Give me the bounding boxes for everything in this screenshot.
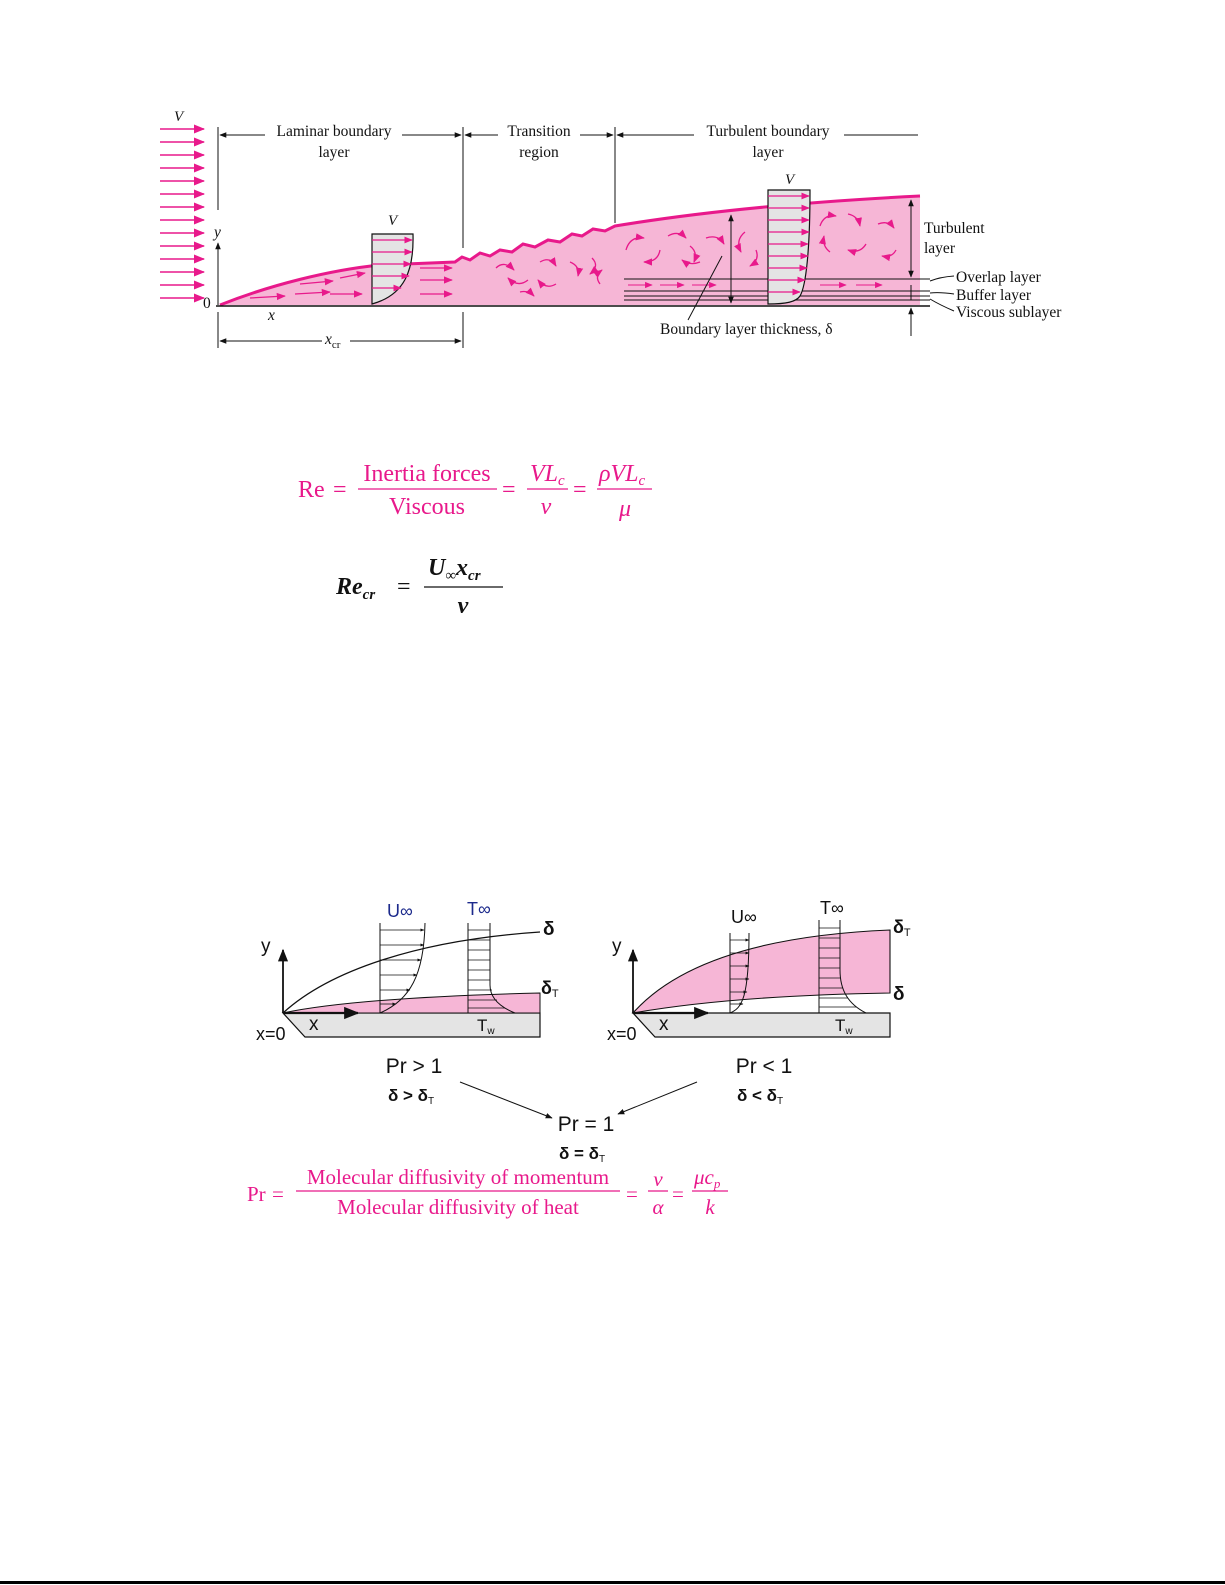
buffer-layer-label: Buffer layer: [956, 287, 1032, 304]
right-delta: δ: [893, 984, 905, 1005]
transition-region-label-2: region: [519, 144, 559, 161]
right-thermal-layer: [631, 929, 891, 1014]
svg-text:=: =: [672, 1182, 684, 1206]
turbulent-region-label-1: Turbulent boundary: [707, 123, 830, 140]
laminar-profile-velocity-label: V: [388, 213, 399, 229]
prandtl-diagram-right: U∞ T∞ δT δ y x x=0 Tw Pr < 1 δ < δT: [607, 898, 911, 1107]
left-velocity-boundary: [282, 931, 541, 1014]
re-lhs: Re: [298, 477, 325, 503]
prandtl-center: Pr = 1 δ = δT: [459, 1081, 698, 1165]
pr-denominator-2: α: [652, 1195, 664, 1219]
left-delta: δ: [543, 919, 555, 940]
xcr-label: xcr: [324, 331, 341, 351]
turbulent-layer-label-2: layer: [924, 240, 956, 257]
pr-numerator-2: ν: [653, 1167, 663, 1191]
svg-text:=: =: [626, 1182, 638, 1206]
recr-numerator: U∞xcr: [428, 555, 481, 584]
left-condition: Pr > 1: [386, 1055, 443, 1078]
right-t-inf: T∞: [820, 898, 844, 918]
recr-lhs: Recr: [335, 574, 375, 603]
left-plate: [281, 1012, 541, 1038]
re-denominator-2: v: [541, 494, 552, 520]
page-bottom-rule: [0, 1581, 1225, 1584]
right-axis-x: x: [659, 1014, 669, 1035]
turbulent-layer-label-1: Turbulent: [924, 220, 985, 237]
thickness-leader: [687, 255, 723, 321]
laminar-region-label-2: layer: [319, 144, 351, 161]
axis-x-label: x: [267, 307, 275, 324]
center-relation: δ = δT: [559, 1144, 605, 1165]
pr-numerator-1: Molecular diffusivity of momentum: [307, 1165, 609, 1189]
right-condition: Pr < 1: [736, 1055, 793, 1078]
left-delta-t: δT: [541, 978, 559, 1000]
left-u-inf: U∞: [387, 901, 413, 921]
re-numerator-1: Inertia forces: [363, 461, 490, 487]
boundary-layer-region: [220, 196, 920, 305]
turbulent-velocity-profile: V: [767, 172, 811, 305]
left-axis-x: x: [309, 1014, 319, 1035]
svg-text:=: =: [573, 477, 587, 503]
svg-text:=: =: [397, 574, 411, 600]
pr-denominator-1: Molecular diffusivity of heat: [337, 1195, 579, 1219]
turbulent-region-label-2: layer: [753, 144, 785, 161]
turbulent-eddies: [625, 211, 897, 268]
right-origin: x=0: [607, 1024, 637, 1044]
pr-numerator-3: μcp: [693, 1165, 721, 1191]
pr-lhs: Pr: [247, 1182, 266, 1206]
thickness-label: Boundary layer thickness, δ: [660, 321, 833, 338]
critical-reynolds-equation: Recr = U∞xcr ν: [335, 555, 503, 619]
boundary-layer-diagram: V V: [160, 109, 1062, 351]
laminar-velocity-profile: V: [371, 213, 414, 305]
prandtl-diagram-left: U∞ T∞ δ δT y x x=0 Tw Pr > 1 δ > δT: [256, 899, 559, 1107]
re-numerator-3: ρVLc: [598, 461, 646, 489]
laminar-flow-arrows: [249, 264, 453, 301]
transition-region-label-1: Transition: [507, 123, 570, 140]
left-axis-y: y: [261, 936, 271, 957]
laminar-region-label-1: Laminar boundary: [277, 123, 392, 140]
left-t-wall: Tw: [477, 1016, 495, 1037]
left-thermal-layer: [282, 992, 541, 1014]
re-numerator-2: VLc: [530, 461, 565, 489]
free-stream-velocity-label: V: [174, 109, 185, 125]
right-u-inf: U∞: [731, 907, 757, 927]
right-delta-t: δT: [893, 917, 911, 939]
turbulent-profile-velocity-label: V: [785, 172, 796, 188]
svg-text:=: =: [272, 1182, 284, 1206]
svg-text:=: =: [502, 477, 516, 503]
transition-eddies: [495, 257, 603, 297]
svg-text:=: =: [333, 477, 347, 503]
re-denominator-3: μ: [618, 496, 631, 522]
pr-denominator-3: k: [705, 1195, 715, 1219]
left-origin: x=0: [256, 1024, 286, 1044]
axis-y-label: y: [212, 224, 221, 241]
layer-leaders: [929, 275, 955, 312]
right-axis-y: y: [612, 936, 622, 957]
center-condition: Pr = 1: [558, 1113, 615, 1136]
free-stream-arrows: [160, 124, 206, 303]
right-relation: δ < δT: [737, 1086, 783, 1107]
prandtl-equation: Pr = Molecular diffusivity of momentum M…: [247, 1165, 728, 1219]
viscous-sublayer-label: Viscous sublayer: [956, 304, 1062, 321]
re-denominator-1: Viscous: [389, 494, 465, 520]
recr-denominator: ν: [458, 593, 469, 619]
origin-label: 0: [203, 295, 211, 312]
region-dimension-lines: [217, 127, 918, 348]
reynolds-equation: Re = Inertia forces Viscous = VLc v = ρV…: [298, 461, 652, 522]
left-relation: δ > δT: [388, 1086, 434, 1107]
overlap-layer-label: Overlap layer: [956, 269, 1042, 286]
left-t-inf: T∞: [467, 899, 491, 919]
right-t-wall: Tw: [835, 1016, 853, 1037]
